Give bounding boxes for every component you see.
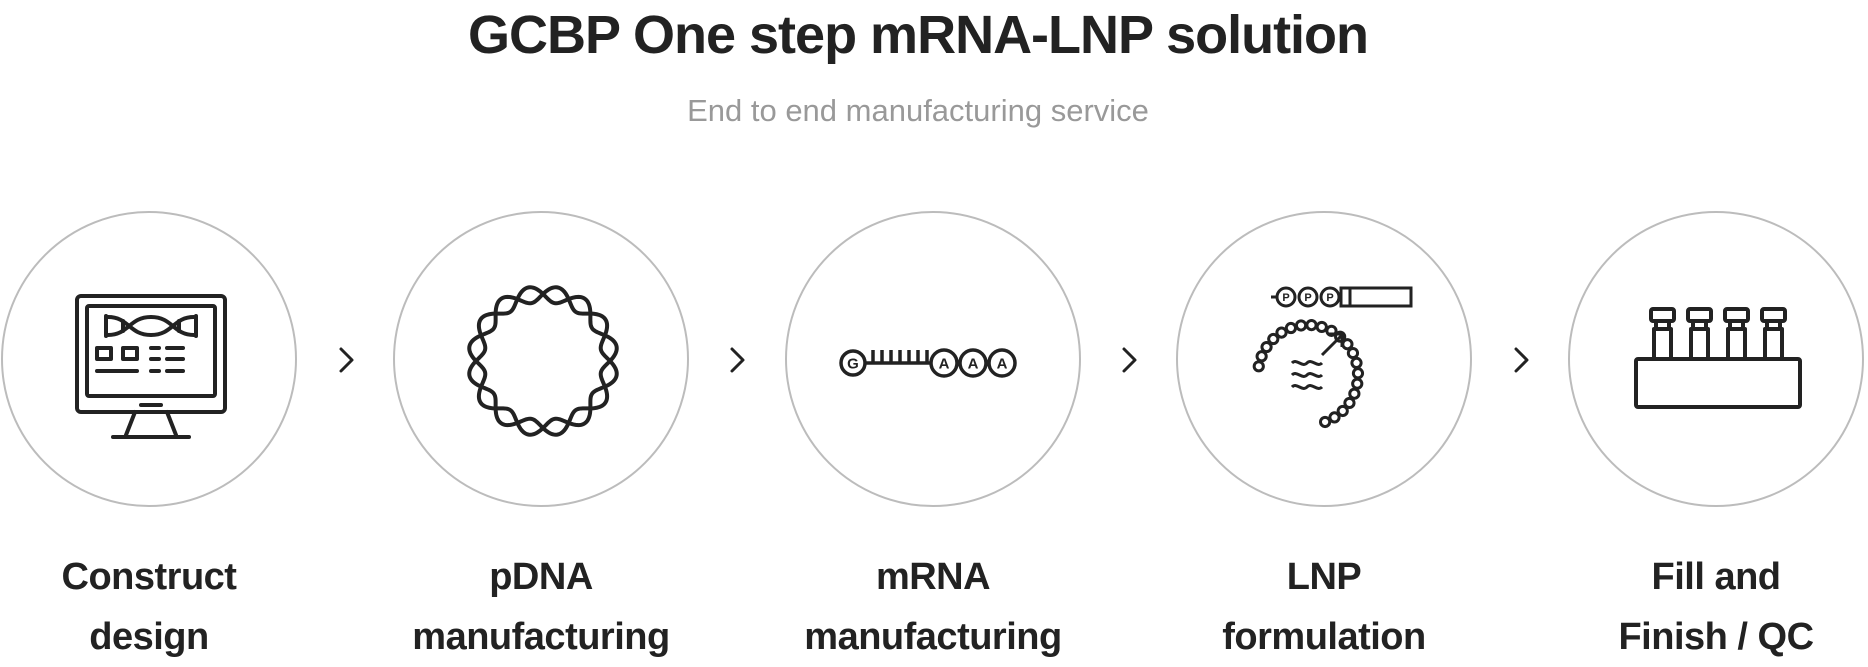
chevron-right-icon (1514, 347, 1529, 373)
page-title: GCBP One step mRNA-LNP solution (467, 5, 1369, 65)
lipid-nanoparticle-icon: P P P (1252, 286, 1413, 429)
chevron-right-icon (1122, 347, 1137, 373)
step-mrna-circle: G A A A (785, 211, 1081, 507)
step-pdna-label: pDNA manufacturing (412, 556, 670, 658)
step-pdna-circle (393, 211, 689, 507)
step-lnp-label: LNP formulation (1222, 556, 1426, 658)
phosphate-letter: P (1304, 292, 1311, 304)
step-fill-finish-label: Fill and Finish / QC (1618, 556, 1814, 658)
mrna-cap-letter: G (847, 356, 859, 373)
step-construct-design-circle (1, 211, 297, 507)
vial-tray-icon (1634, 307, 1802, 409)
step-mrna-label: mRNA manufacturing (804, 556, 1062, 658)
page-subtitle: End to end manufacturing service (687, 93, 1149, 128)
mrna-strand-icon: G A A A (839, 348, 1017, 378)
phosphate-letter: P (1282, 292, 1289, 304)
step-lnp-circle: P P P (1176, 211, 1472, 507)
poly-a-letter: A (939, 356, 950, 373)
phosphate-letter: P (1326, 292, 1333, 304)
plasmid-dna-ring-icon (467, 285, 619, 437)
poly-a-letter: A (968, 356, 979, 373)
step-fill-finish-circle (1568, 211, 1864, 507)
chevron-right-icon (339, 347, 354, 373)
chevron-right-icon (730, 347, 745, 373)
step-construct-design-label: Construct design (61, 556, 237, 658)
poly-a-letter: A (997, 356, 1008, 373)
computer-monitor-dna-icon (75, 294, 227, 439)
